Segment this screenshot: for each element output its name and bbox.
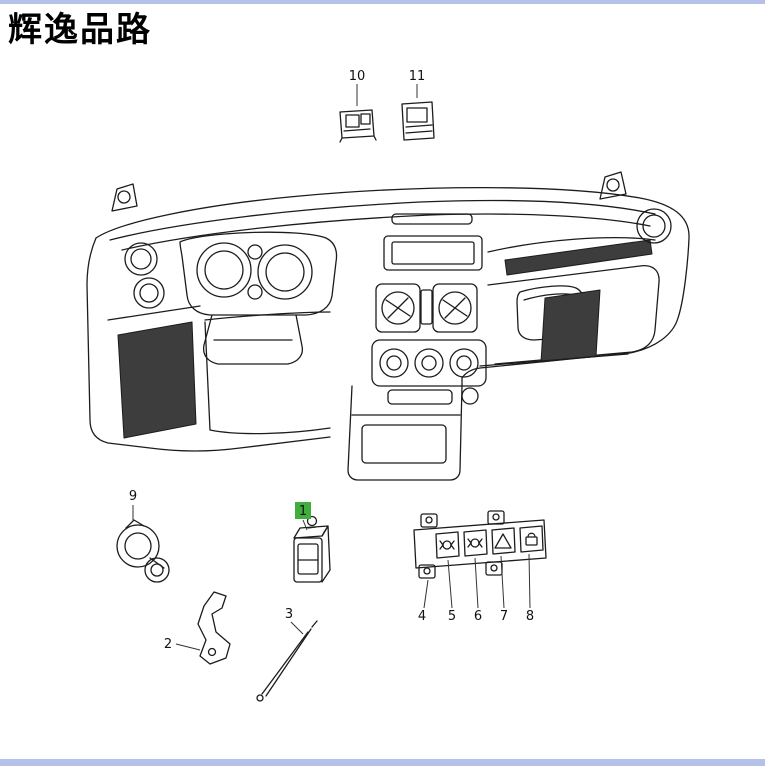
callout-4: 4 [418,609,426,624]
part-10-switch [339,109,377,143]
part-switch-panel [413,510,547,579]
defroster-slot [391,213,473,225]
leader-line-3 [290,621,304,635]
leader-line-1 [302,519,308,531]
left-ear-tab [111,183,138,212]
part-9-headlamp-switch [116,519,170,583]
callout-2: 2 [164,637,172,652]
rear-fog-icon [439,540,455,550]
leader-line-2 [175,643,201,651]
dash-left-edge [86,237,331,452]
bottom-border [0,759,765,766]
callout-1[interactable]: 1 [299,504,307,519]
callout-5: 5 [448,609,456,624]
dash-cowl-line-1 [109,199,656,241]
dashboard-illustration [86,171,690,481]
part-11-switch [401,101,435,141]
hvac-controls [371,339,487,405]
leader-line-7 [500,555,505,609]
right-ear-tab [599,171,627,200]
leader-line-6 [474,557,479,609]
callout-1-group[interactable]: 1 [295,502,311,519]
callout-10: 10 [349,69,366,84]
instrument-cluster [179,231,338,316]
top-border [0,0,765,4]
page-title: 辉逸品路 [8,10,152,50]
callout-1-highlight[interactable] [295,502,311,519]
callout-6: 6 [474,609,482,624]
leader-line-4 [423,579,429,609]
steering-column [202,314,304,365]
leader-line-8 [528,553,531,609]
dash-cowl-line-2 [121,213,651,251]
left-air-vents [124,242,165,309]
front-fog-icon [467,538,483,548]
glove-box-area [479,208,672,367]
part-3-cable [256,620,318,702]
callout-7: 7 [500,609,508,624]
lower-console [347,384,463,481]
center-stack [375,235,483,333]
part-2-bracket [197,591,231,665]
callout-9: 9 [129,489,137,504]
callout-3: 3 [285,607,293,622]
knee-panel [107,305,331,439]
leader-line-5 [447,559,453,609]
callout-8: 8 [526,609,534,624]
callout-11: 11 [409,69,426,84]
hazard-triangle-icon [494,533,512,549]
part-1-switch [293,515,331,583]
lock-icon [525,532,538,546]
